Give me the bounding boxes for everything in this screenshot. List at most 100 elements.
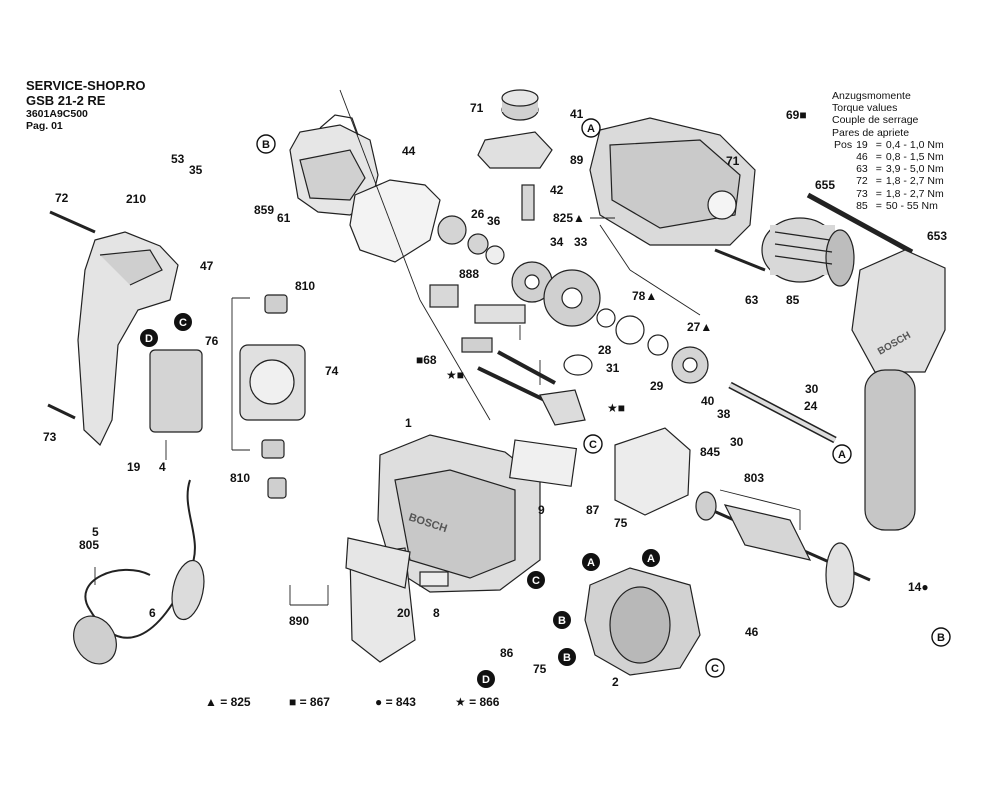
table-row: 46 = 0,8 - 1,5 Nm bbox=[832, 151, 946, 163]
part-label: 73 bbox=[43, 430, 57, 444]
callout-circle: B bbox=[931, 627, 951, 647]
table-row: Pos 19 = 0,4 - 1,0 Nm bbox=[832, 139, 946, 151]
part-label: 89 bbox=[570, 153, 584, 167]
svg-text:C: C bbox=[589, 439, 597, 451]
part-label: 805 bbox=[79, 538, 99, 552]
part-label: 26 bbox=[471, 207, 485, 221]
svg-text:C: C bbox=[711, 663, 719, 675]
value-cell: 1,8 - 2,7 Nm bbox=[885, 175, 944, 188]
part-label: 30 bbox=[730, 435, 744, 449]
part-label: 46 bbox=[745, 625, 759, 639]
part-label: 71 bbox=[470, 101, 484, 115]
callout-circle: B bbox=[256, 134, 276, 154]
part-label: 29 bbox=[650, 379, 664, 393]
value-cell: 50 - 55 Nm bbox=[885, 199, 938, 212]
svg-text:A: A bbox=[647, 553, 655, 565]
eq-cell: = bbox=[875, 199, 882, 212]
part-label: ■68 bbox=[416, 353, 437, 367]
callout-circle: D bbox=[477, 670, 495, 688]
star-icon: ★ bbox=[455, 695, 466, 709]
callout-circle: C bbox=[174, 313, 192, 331]
torque-values-table: Anzugsmomente Torque values Couple de se… bbox=[832, 90, 946, 212]
svg-text:A: A bbox=[838, 449, 846, 461]
table-row: 63 = 3,9 - 5,0 Nm bbox=[832, 163, 946, 175]
part-label: 42 bbox=[550, 183, 564, 197]
legend-text: = 825 bbox=[220, 695, 251, 709]
callout-circle: A bbox=[642, 549, 660, 567]
callout-circle: B bbox=[558, 648, 576, 666]
pos-cell: 19 bbox=[856, 138, 868, 151]
motor-housing-shape: BOSCH bbox=[377, 434, 541, 593]
part-label: 44 bbox=[402, 144, 416, 158]
cable-guard-shape bbox=[171, 559, 205, 621]
cover-44-shape bbox=[349, 179, 441, 263]
torque-title: Couple de serrage bbox=[832, 114, 919, 127]
table-row: 73 = 1,8 - 2,7 Nm bbox=[832, 188, 946, 200]
part-label: 5 bbox=[92, 525, 99, 539]
part-label: 87 bbox=[586, 503, 600, 517]
legend-text: = 866 bbox=[469, 695, 500, 709]
pos-header: Pos bbox=[834, 138, 853, 151]
torque-title: Pares de apriete bbox=[832, 126, 910, 139]
part-label: 845 bbox=[700, 445, 720, 459]
baffle-shape bbox=[614, 427, 691, 516]
part-label: 24 bbox=[804, 399, 818, 413]
side-handle-shape: BOSCH bbox=[851, 249, 946, 531]
fan-shape bbox=[437, 215, 467, 245]
dot-icon: ● bbox=[375, 695, 383, 709]
part-label: 38 bbox=[717, 407, 731, 421]
value-cell: 0,4 - 1,0 Nm bbox=[885, 138, 944, 151]
part-label: ★■ bbox=[446, 368, 464, 382]
part-label: 20 bbox=[397, 606, 411, 620]
part-label: 61 bbox=[277, 211, 291, 225]
part-label: 655 bbox=[815, 178, 835, 192]
shop-name: SERVICE-SHOP.RO bbox=[26, 78, 146, 93]
torque-title: Torque values bbox=[832, 102, 898, 115]
eq-cell: = bbox=[875, 175, 882, 188]
legend-text: = 843 bbox=[385, 695, 416, 709]
svg-text:B: B bbox=[262, 139, 270, 151]
part-label: 75 bbox=[614, 516, 628, 530]
part-label: 803 bbox=[744, 471, 764, 485]
handle-shape bbox=[77, 231, 179, 446]
stator-shape bbox=[584, 567, 701, 676]
part-label: 890 bbox=[289, 614, 309, 628]
eq-cell: = bbox=[875, 163, 882, 176]
callout-circle: A bbox=[581, 118, 601, 138]
torque-rows: Pos 19 = 0,4 - 1,0 Nm 46 = 0,8 - 1,5 Nm … bbox=[832, 139, 946, 212]
svg-text:D: D bbox=[482, 674, 490, 686]
pos-cell: 46 bbox=[856, 151, 868, 164]
part-label: 35 bbox=[189, 163, 203, 177]
eq-cell: = bbox=[875, 187, 882, 200]
part-label: 8 bbox=[433, 606, 440, 620]
gear-housing-shape bbox=[589, 117, 756, 246]
part-label: 2 bbox=[612, 675, 619, 689]
pos-cell: 72 bbox=[856, 175, 868, 188]
spindle-shape bbox=[728, 381, 837, 444]
callout-circle: C bbox=[583, 434, 603, 454]
page-number: Pag. 01 bbox=[26, 120, 63, 132]
part-label: 1 bbox=[405, 416, 412, 430]
armature-shape bbox=[695, 491, 871, 608]
callout-circle: A bbox=[582, 553, 600, 571]
svg-text:B: B bbox=[558, 615, 566, 627]
legend-dot: ● = 843 bbox=[375, 695, 416, 709]
part-label: 27▲ bbox=[687, 320, 712, 334]
part-label: 69■ bbox=[786, 108, 807, 122]
table-row: 85 = 50 - 55 Nm bbox=[832, 200, 946, 212]
part-label: 9 bbox=[538, 503, 545, 517]
pos-cell: 63 bbox=[856, 163, 868, 176]
svg-text:B: B bbox=[937, 632, 945, 644]
eq-cell: = bbox=[875, 138, 882, 151]
part-label: 53 bbox=[171, 152, 185, 166]
part-label: 63 bbox=[745, 293, 759, 307]
eq-cell: = bbox=[875, 151, 882, 164]
svg-text:C: C bbox=[532, 575, 540, 587]
part-label: 810 bbox=[230, 471, 250, 485]
document-header: SERVICE-SHOP.RO GSB 21-2 RE 3601A9C500 P… bbox=[26, 78, 145, 132]
depth-rod-shape bbox=[806, 192, 914, 255]
part-label: 825▲ bbox=[553, 211, 585, 225]
part-label: 85 bbox=[786, 293, 800, 307]
